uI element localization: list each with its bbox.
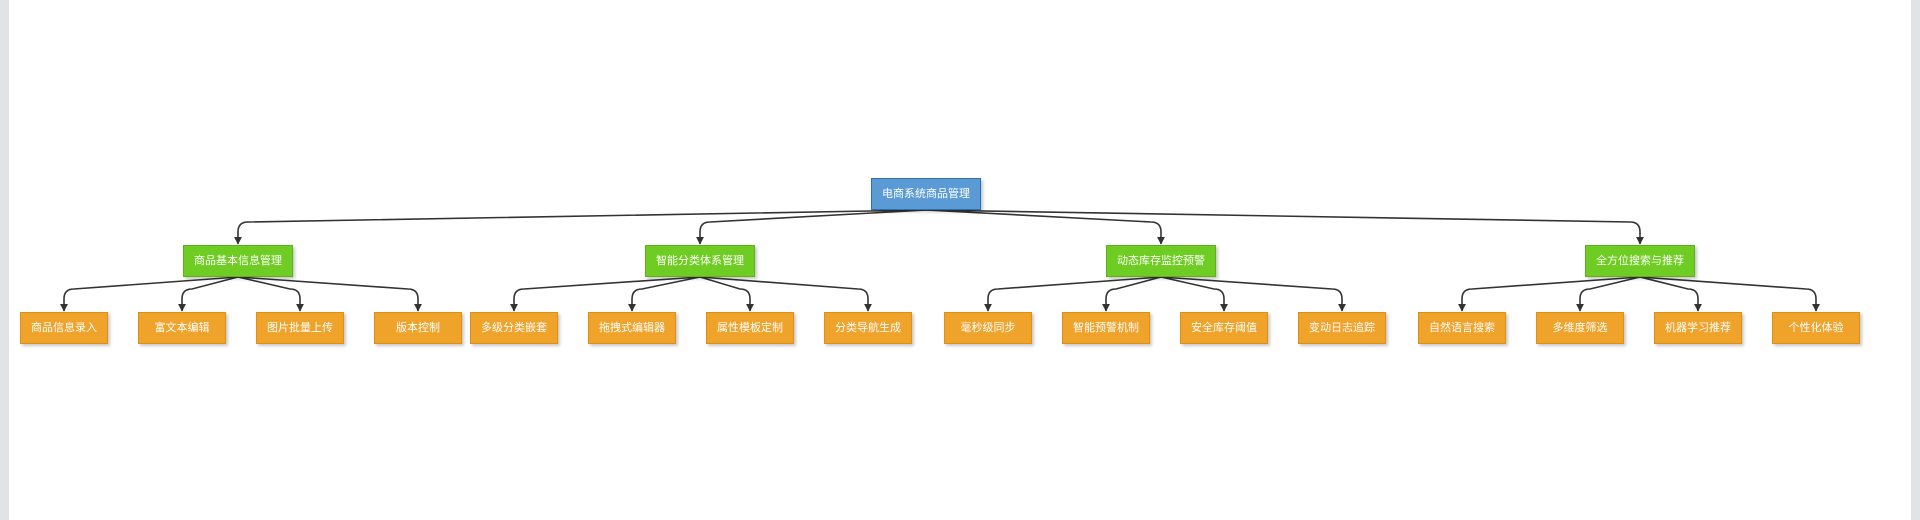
node-label: 全方位搜索与推荐 [1596,253,1684,267]
connector [984,276,1162,312]
leaf-node-2-3[interactable]: 属性模板定制 [706,312,794,344]
branch-node-4[interactable]: 全方位搜索与推荐 [1585,245,1695,277]
leaf-node-1-2[interactable]: 富文本编辑 [138,312,226,344]
node-label: 动态库存监控预警 [1117,253,1205,267]
connector [237,276,304,312]
node-label: 智能预警机制 [1073,320,1139,334]
node-label: 版本控制 [396,320,440,334]
leaf-node-2-4[interactable]: 分类导航生成 [824,312,912,344]
leaf-node-4-3[interactable]: 机器学习推荐 [1654,312,1742,344]
leaf-node-3-2[interactable]: 智能预警机制 [1062,312,1150,344]
connector [699,276,872,312]
connector [696,209,927,245]
node-label: 商品基本信息管理 [194,253,282,267]
leaf-node-1-3[interactable]: 图片批量上传 [256,312,344,344]
connector [925,209,1644,245]
connector [925,209,1165,245]
connector [628,276,701,312]
leaf-node-2-1[interactable]: 多级分类嵌套 [470,312,558,344]
leaf-node-1-4[interactable]: 版本控制 [374,312,462,344]
node-label: 属性模板定制 [717,320,783,334]
root-node[interactable]: 电商系统商品管理 [871,178,981,210]
connector [1639,276,1820,312]
connector [1160,276,1346,312]
leaf-node-3-1[interactable]: 毫秒级同步 [944,312,1032,344]
branch-node-3[interactable]: 动态库存监控预警 [1106,245,1216,277]
leaf-node-1-1[interactable]: 商品信息录入 [20,312,108,344]
node-label: 自然语言搜索 [1429,320,1495,334]
mindmap-canvas: 电商系统商品管理商品基本信息管理商品信息录入 富文本编辑 图片批量上传 版本控制 智能分… [10,0,1910,520]
node-label: 商品信息录入 [31,320,97,334]
leaf-node-4-1[interactable]: 自然语言搜索 [1418,312,1506,344]
connector [699,276,754,312]
connector [237,276,422,312]
node-label: 图片批量上传 [267,320,333,334]
leaf-node-3-4[interactable]: 变动日志追踪 [1298,312,1386,344]
node-label: 多维度筛选 [1552,320,1608,334]
node-label: 变动日志追踪 [1309,320,1375,334]
branch-node-1[interactable]: 商品基本信息管理 [183,245,293,277]
node-label: 富文本编辑 [154,320,210,334]
node-label: 多级分类嵌套 [481,320,547,334]
connector [234,209,927,245]
connector [1576,276,1641,312]
leaf-node-4-4[interactable]: 个性化体验 [1772,312,1860,344]
branch-node-2[interactable]: 智能分类体系管理 [645,245,755,277]
node-label: 机器学习推荐 [1665,320,1731,334]
connector [1160,276,1228,312]
leaf-node-3-3[interactable]: 安全库存阈值 [1180,312,1268,344]
node-label: 毫秒级同步 [960,320,1016,334]
node-label: 安全库存阈值 [1191,320,1257,334]
connector [1458,276,1641,312]
node-label: 个性化体验 [1788,320,1844,334]
node-label: 智能分类体系管理 [656,253,744,267]
node-label: 拖拽式编辑器 [599,320,665,334]
connector [510,276,701,312]
node-label: 分类导航生成 [835,320,901,334]
connector [60,276,239,312]
connector [178,276,239,312]
leaf-node-2-2[interactable]: 拖拽式编辑器 [588,312,676,344]
node-label: 电商系统商品管理 [882,186,970,200]
leaf-node-4-2[interactable]: 多维度筛选 [1536,312,1624,344]
connector [1102,276,1162,312]
connector [1639,276,1702,312]
